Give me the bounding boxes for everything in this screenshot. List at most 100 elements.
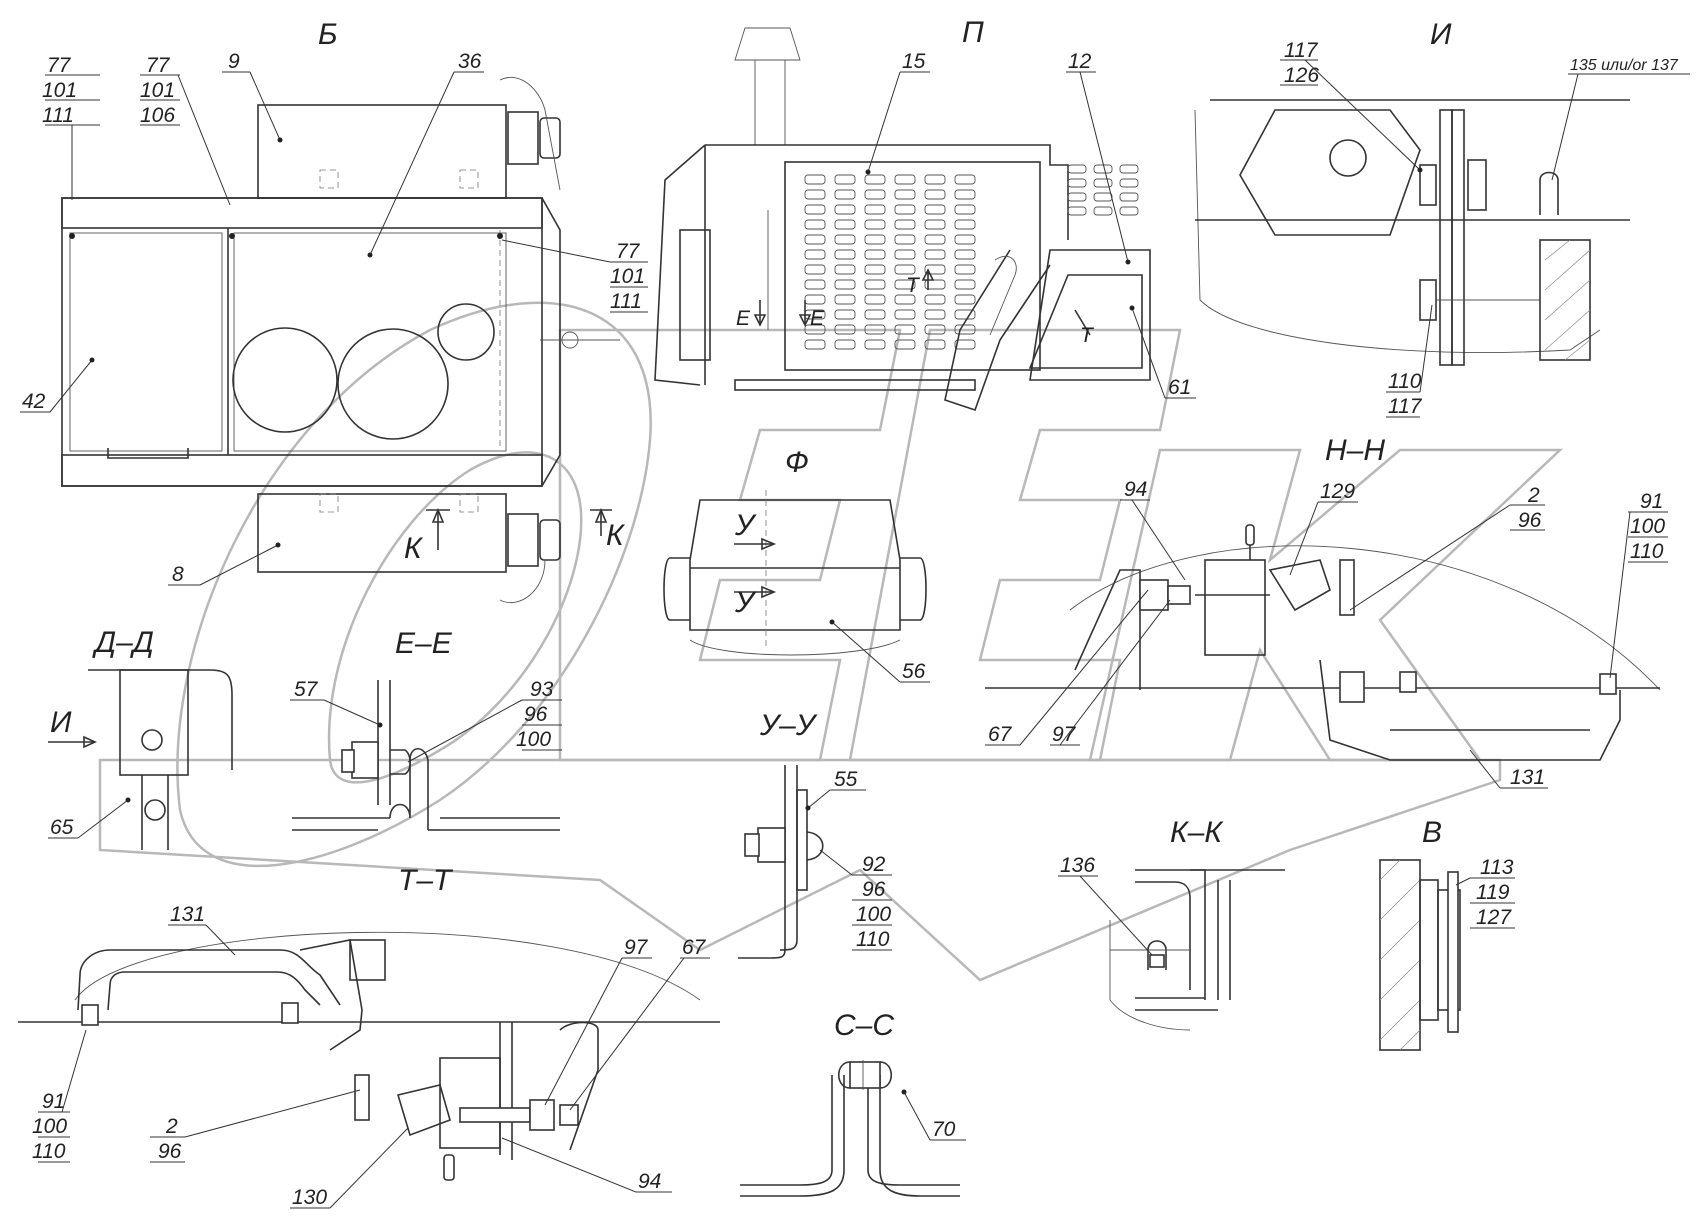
svg-text:96: 96 [524,703,548,726]
hatch-i [1544,239,1591,361]
svg-text:110: 110 [32,1140,66,1163]
hatch-v [1379,859,1421,1051]
view-f: Ф У У 56 [663,446,930,683]
svg-text:100: 100 [32,1115,67,1138]
svg-text:12: 12 [1068,50,1092,73]
watermark-logo [98,301,1564,982]
section-dd-title: Д–Д [92,626,154,659]
callout-tt-91: 91 100 110 [32,1029,87,1163]
svg-text:131: 131 [1510,766,1545,789]
section-dd: Д–Д И 65 [48,626,233,850]
section-mark-t-left: Т [906,274,921,297]
svg-text:61: 61 [1168,376,1191,399]
svg-text:92: 92 [862,853,886,876]
section-ee: Е–Е 57 93 96 100 [290,627,562,831]
callout-cc-70: 70 [901,1089,966,1141]
svg-text:136: 136 [1060,854,1095,877]
svg-text:15: 15 [902,50,926,73]
svg-text:70: 70 [932,1118,956,1141]
callout-b-top-mid: 77 101 106 [140,54,231,206]
svg-text:100: 100 [856,903,891,926]
svg-text:100: 100 [1630,515,1665,538]
callout-tt-97: 97 [544,936,652,1106]
callout-hh-131: 131 [1469,749,1548,789]
callout-tt-2-96: 2 96 [150,1089,361,1163]
callout-i-135: 135 или/or 137 [1551,57,1690,181]
callout-tt-131: 131 [168,903,236,956]
svg-text:96: 96 [862,878,886,901]
svg-text:56: 56 [902,660,926,683]
view-p: П [654,16,1196,412]
callout-uu-55: 55 [805,768,866,811]
section-mark-e-right: Е [810,307,825,330]
svg-text:110: 110 [1388,370,1422,393]
section-hh: Н–Н 94 129 2 96 [985,434,1668,789]
svg-text:117: 117 [1284,39,1319,62]
section-uu: У–У 55 92 96 100 110 [738,709,892,959]
svg-text:2: 2 [1527,484,1540,507]
section-cc-title: С–С [834,1009,894,1042]
svg-text:97: 97 [624,936,649,959]
svg-text:101: 101 [610,265,645,288]
svg-text:96: 96 [1518,509,1542,532]
callout-b-8: 8 [168,542,281,586]
svg-text:55: 55 [834,768,858,791]
svg-text:42: 42 [22,390,46,413]
svg-text:100: 100 [516,728,551,751]
callout-hh-2-96: 2 96 [1349,484,1545,611]
svg-text:2: 2 [165,1115,178,1138]
callout-hh-129: 129 [1289,480,1358,576]
callout-ee-57: 57 [290,678,383,728]
section-mark-u-bottom: У [734,586,757,619]
callout-hh-94: 94 [1120,478,1186,581]
view-v: В 113 119 127 [1379,816,1515,1051]
section-mark-t-right: Т [1080,324,1095,347]
svg-text:93: 93 [530,678,554,701]
callout-tt-94: 94 [501,1137,672,1193]
section-cc: С–С 70 [740,1009,966,1197]
callout-p-15: 15 [865,50,930,175]
section-kk: К–К 136 [1058,816,1285,1031]
svg-text:106: 106 [140,104,175,127]
section-tt: Т–Т 131 97 67 [18,864,720,1209]
callout-tt-130: 130 [290,1127,409,1209]
callout-dd-65: 65 [48,797,131,839]
svg-text:94: 94 [638,1170,661,1193]
section-mark-i: И [50,706,72,739]
svg-text:111: 111 [610,290,642,313]
svg-text:111: 111 [42,104,74,127]
view-b-title: Б [318,18,338,51]
svg-text:131: 131 [170,903,205,926]
svg-text:91: 91 [1640,490,1663,513]
svg-text:67: 67 [988,723,1013,746]
svg-text:94: 94 [1124,478,1147,501]
callout-b-42: 42 [20,357,95,413]
svg-text:91: 91 [42,1090,65,1113]
section-mark-k-right: К [606,519,626,552]
callout-uu-92: 92 96 100 110 [819,849,892,951]
svg-text:97: 97 [1052,723,1077,746]
svg-text:113: 113 [1480,856,1514,879]
section-mark-e-left: Е [736,307,751,330]
view-v-title: В [1422,816,1442,849]
callout-hh-97: 97 [1050,599,1171,746]
svg-text:110: 110 [1630,540,1664,563]
callout-f-56: 56 [829,619,930,683]
callout-b-top-left: 77 101 111 [42,54,100,200]
grille [804,164,1139,350]
callout-kk-136: 136 [1058,854,1153,956]
callout-v-113: 113 119 127 [1455,856,1515,929]
section-kk-title: К–К [1170,816,1224,849]
section-tt-title: Т–Т [398,864,454,897]
section-uu-title: У–У [759,709,818,742]
svg-text:135 или/or 137: 135 или/or 137 [1570,57,1679,74]
view-b: Б [20,18,648,604]
callout-i-top: 117 126 [1280,39,1423,173]
svg-text:117: 117 [1388,395,1423,418]
svg-text:129: 129 [1320,480,1355,503]
callout-b-9: 9 [222,50,283,143]
svg-text:77: 77 [47,54,72,77]
callout-b-36: 36 [367,50,484,258]
svg-text:57: 57 [294,678,319,701]
